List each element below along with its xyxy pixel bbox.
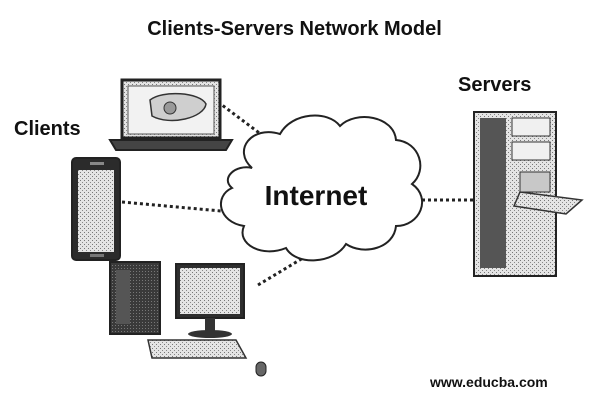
mobile-phone-icon [71,157,121,261]
servers-label: Servers [458,74,532,96]
laptop-icon [108,78,234,151]
footer-url: www.educba.com [430,374,548,390]
server-rack-icon [473,111,584,277]
internet-cloud [220,114,424,262]
connector-phone [121,200,233,214]
desktop-computer-icon [109,261,267,377]
connector-desktop [257,253,309,287]
diagram-title: Clients-Servers Network Model [147,18,442,40]
clients-label: Clients [14,118,81,140]
internet-label: Internet [264,180,368,211]
